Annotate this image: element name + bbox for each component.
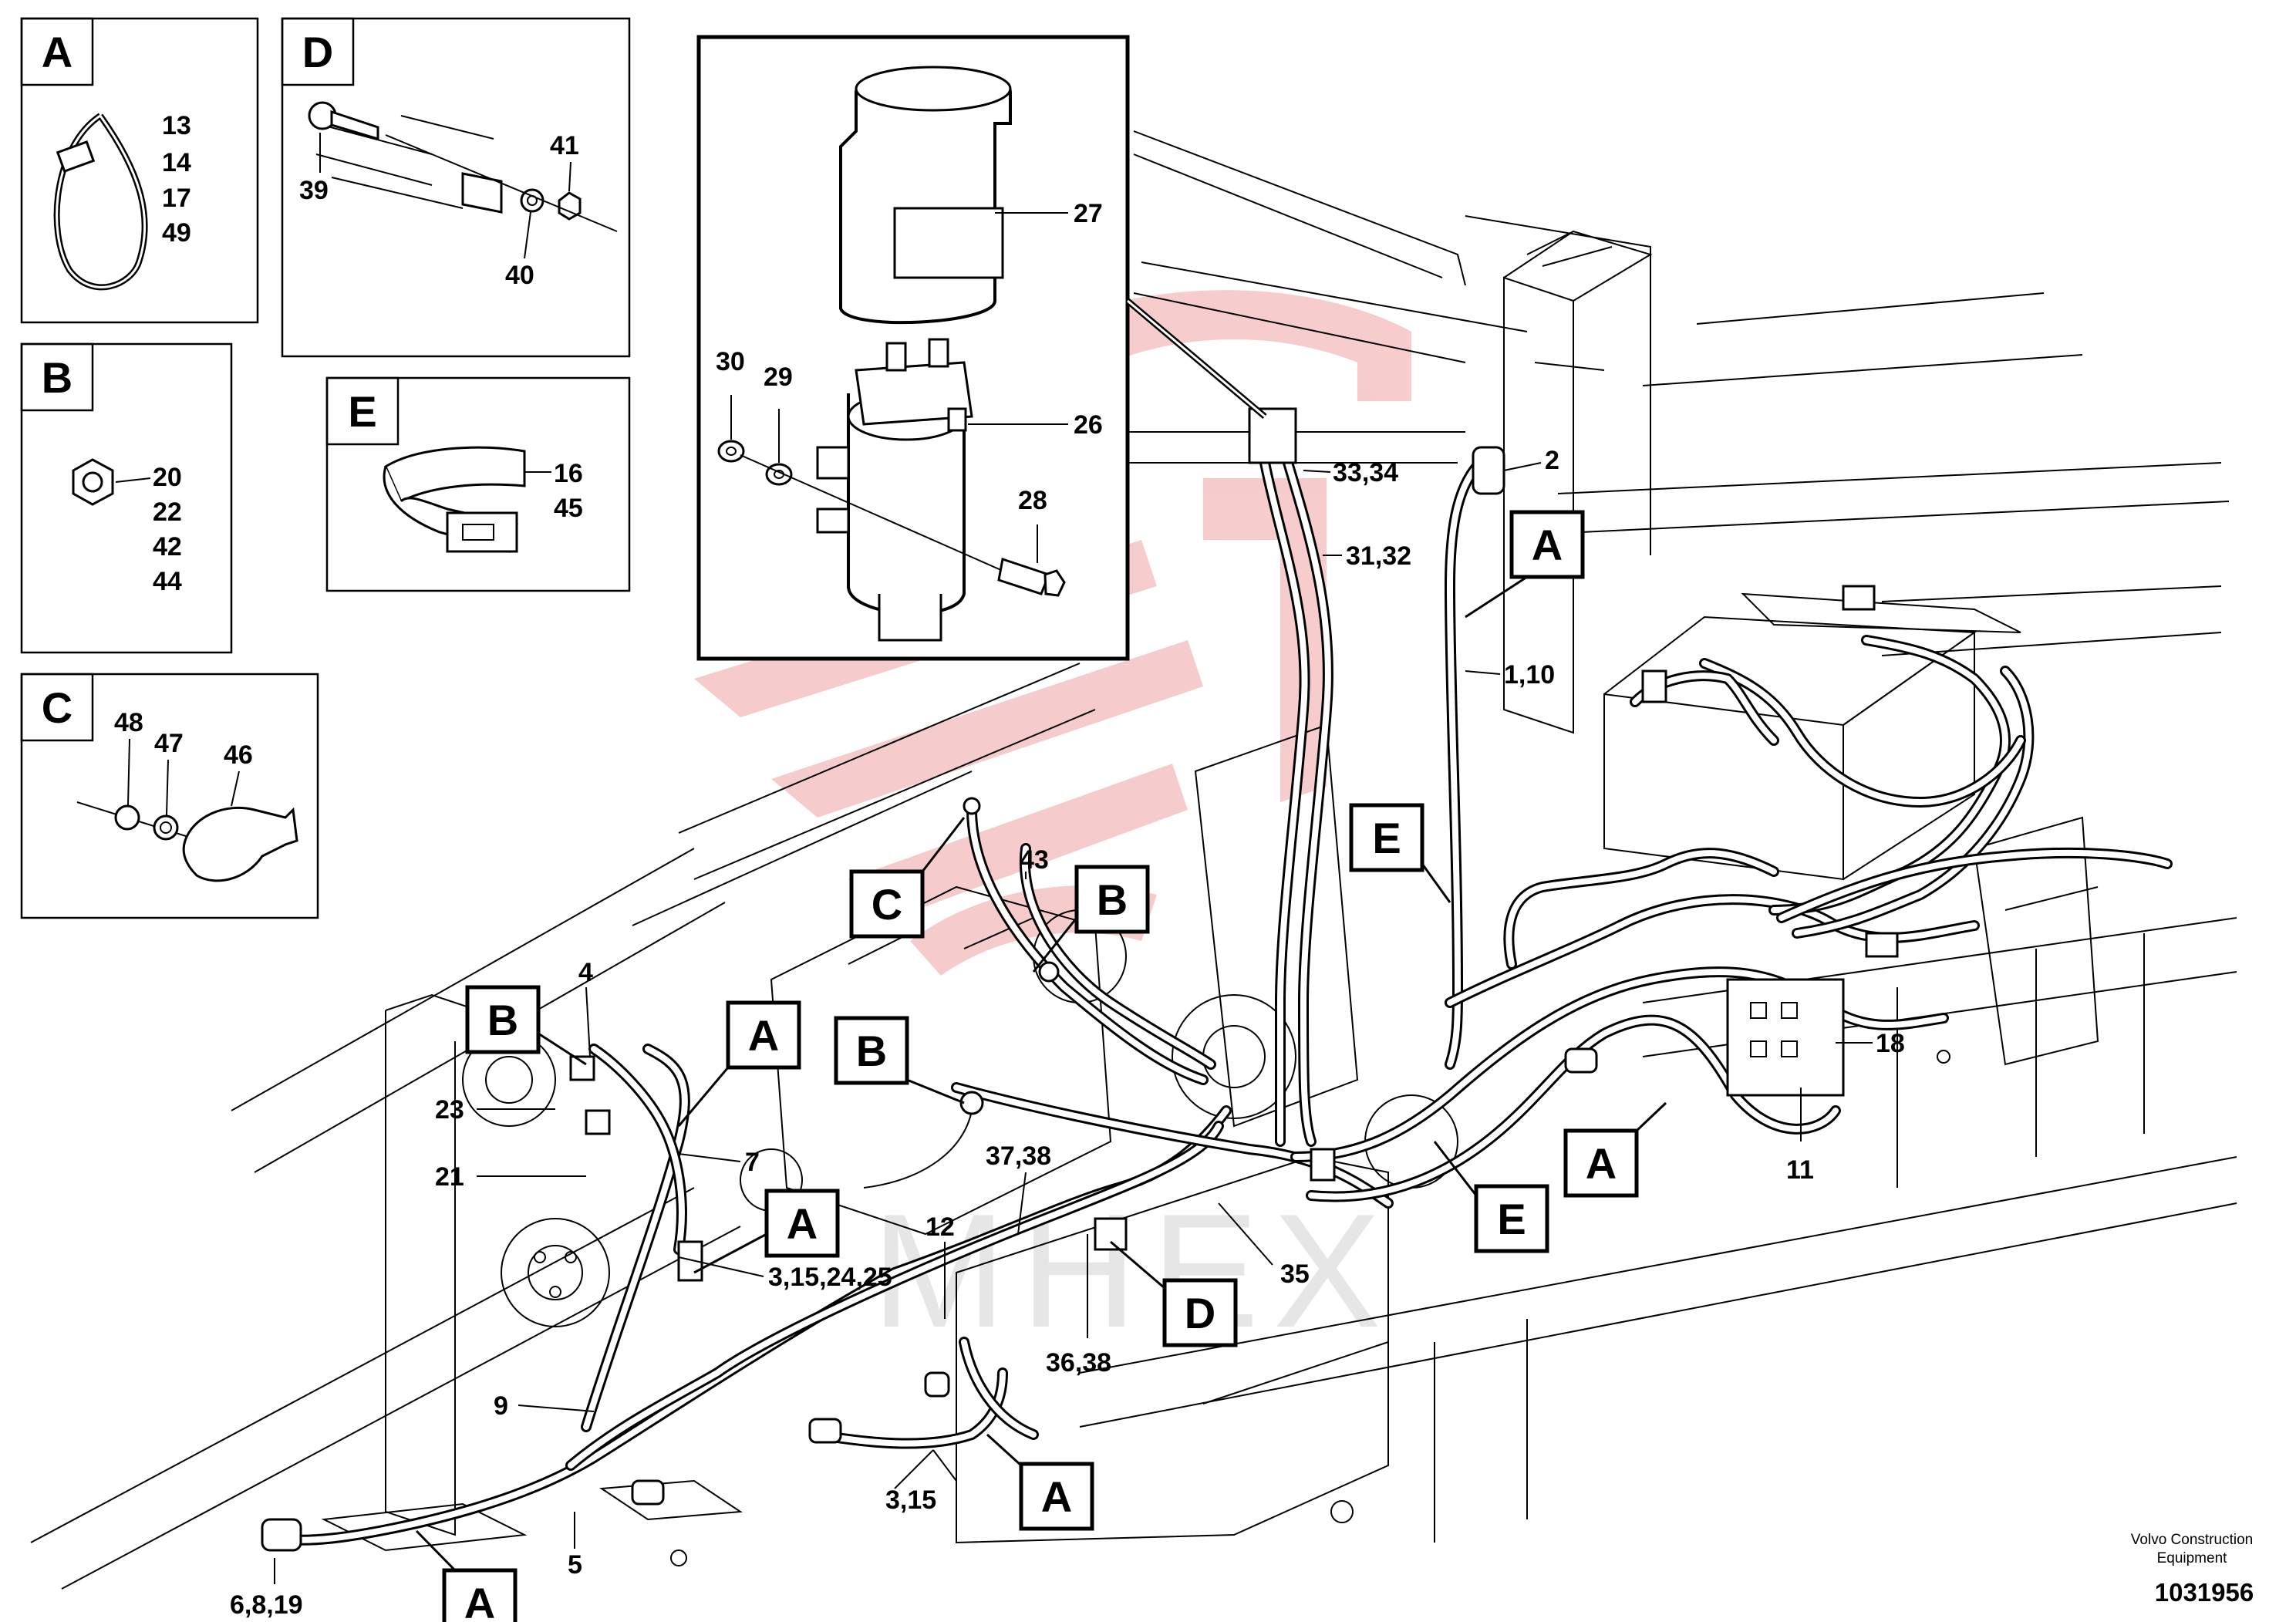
callout-e: E [1372, 814, 1401, 862]
detail-box-b: B 20 22 42 44 [20, 342, 233, 654]
part-20: 20 [153, 463, 182, 492]
callout-e: E [1497, 1195, 1526, 1243]
part-39: 39 [299, 176, 329, 205]
part-label: 21 [435, 1162, 464, 1192]
part-label: 9 [494, 1391, 508, 1421]
callout-b: B [487, 996, 518, 1044]
company-name: Volvo Construction [2131, 1532, 2253, 1548]
solenoid-body-icon [816, 338, 973, 642]
machine-structure [30, 130, 2237, 1590]
part-40: 40 [505, 261, 534, 290]
detail-box-c: C 48 47 46 [20, 673, 319, 919]
part-label: 3,15 [885, 1485, 936, 1515]
part-label: 31,32 [1346, 541, 1411, 571]
watermark-text: MHEX [872, 1180, 1395, 1361]
callout-a: A [464, 1579, 495, 1622]
part-label: 35 [1280, 1259, 1310, 1289]
part-26: 26 [1074, 410, 1103, 440]
wiring-harness [272, 450, 2173, 1546]
part-48: 48 [114, 708, 143, 737]
detail-letter-a: A [42, 28, 72, 76]
solenoid-detail-inset: 27 30 29 26 28 [696, 35, 1267, 661]
part-label: 3,15,24,25 [768, 1263, 892, 1292]
part-29: 29 [764, 363, 793, 392]
harness-connectors [261, 407, 1899, 1552]
part-label: 12 [925, 1212, 955, 1242]
callout-a: A [1586, 1139, 1617, 1188]
detail-box-e: E 16 45 [325, 376, 631, 592]
part-label: 33,34 [1333, 458, 1398, 487]
part-label: 11 [1786, 1155, 1814, 1185]
terminal-cap-icon [76, 801, 298, 882]
hose-clamp-icon [383, 446, 526, 553]
detail-letter-c: C [42, 683, 72, 732]
detail-box-d: D 39 41 40 [281, 17, 631, 358]
part-13: 13 [162, 111, 191, 140]
part-label: 1,10 [1504, 660, 1555, 690]
part-label: 36,38 [1046, 1348, 1111, 1378]
callout-a: A [1532, 521, 1563, 569]
company-name-line2: Equipment [2157, 1550, 2228, 1566]
title-block: Volvo Construction Equipment 1031956 [2131, 1532, 2254, 1607]
callout-boxes: A A A A A A B B B C [415, 510, 1667, 1622]
callout-a: A [1041, 1472, 1072, 1521]
part-label: 4 [578, 958, 593, 987]
part-46: 46 [224, 740, 253, 770]
part-label: 7 [745, 1148, 760, 1177]
callout-b: B [856, 1027, 887, 1075]
part-27: 27 [1074, 199, 1103, 228]
callout-b: B [1097, 875, 1128, 924]
callout-a: A [748, 1011, 779, 1060]
bolt-icon [740, 454, 1066, 597]
part-14: 14 [162, 148, 191, 177]
part-label: 18 [1876, 1029, 1905, 1058]
detail-letter-b: B [42, 353, 72, 402]
part-label: 23 [435, 1095, 464, 1125]
part-44: 44 [153, 567, 182, 596]
part-49: 49 [162, 218, 191, 248]
part-30: 30 [716, 347, 745, 376]
part-41: 41 [550, 131, 579, 160]
part-label: 37,38 [986, 1141, 1051, 1171]
part-42: 42 [153, 532, 182, 561]
part-28: 28 [1018, 486, 1047, 515]
detail-letter-e: E [348, 387, 376, 436]
drawing-number: 1031956 [2155, 1578, 2254, 1607]
part-45: 45 [554, 494, 583, 523]
part-labels: 2 33,34 31,32 1,10 43 4 18 23 21 7 37,38… [230, 446, 1905, 1620]
flange-nut-icon [72, 458, 114, 506]
callout-a: A [787, 1199, 818, 1248]
callout-c: C [872, 880, 902, 929]
part-17: 17 [162, 184, 191, 213]
part-label: 5 [568, 1550, 582, 1580]
part-47: 47 [154, 729, 184, 758]
detail-letter-d: D [302, 28, 333, 76]
part-16: 16 [554, 459, 583, 488]
solenoid-cover-icon [839, 66, 1012, 325]
bolt-and-nut-icon [308, 101, 618, 232]
part-label: 43 [1020, 845, 1049, 875]
callout-d: D [1185, 1289, 1215, 1337]
detail-box-a: A 13 14 17 49 [20, 17, 259, 324]
part-label: 2 [1545, 446, 1559, 475]
cable-tie-icon [53, 113, 148, 291]
part-label: 6,8,19 [230, 1590, 303, 1620]
part-22: 22 [153, 497, 182, 527]
